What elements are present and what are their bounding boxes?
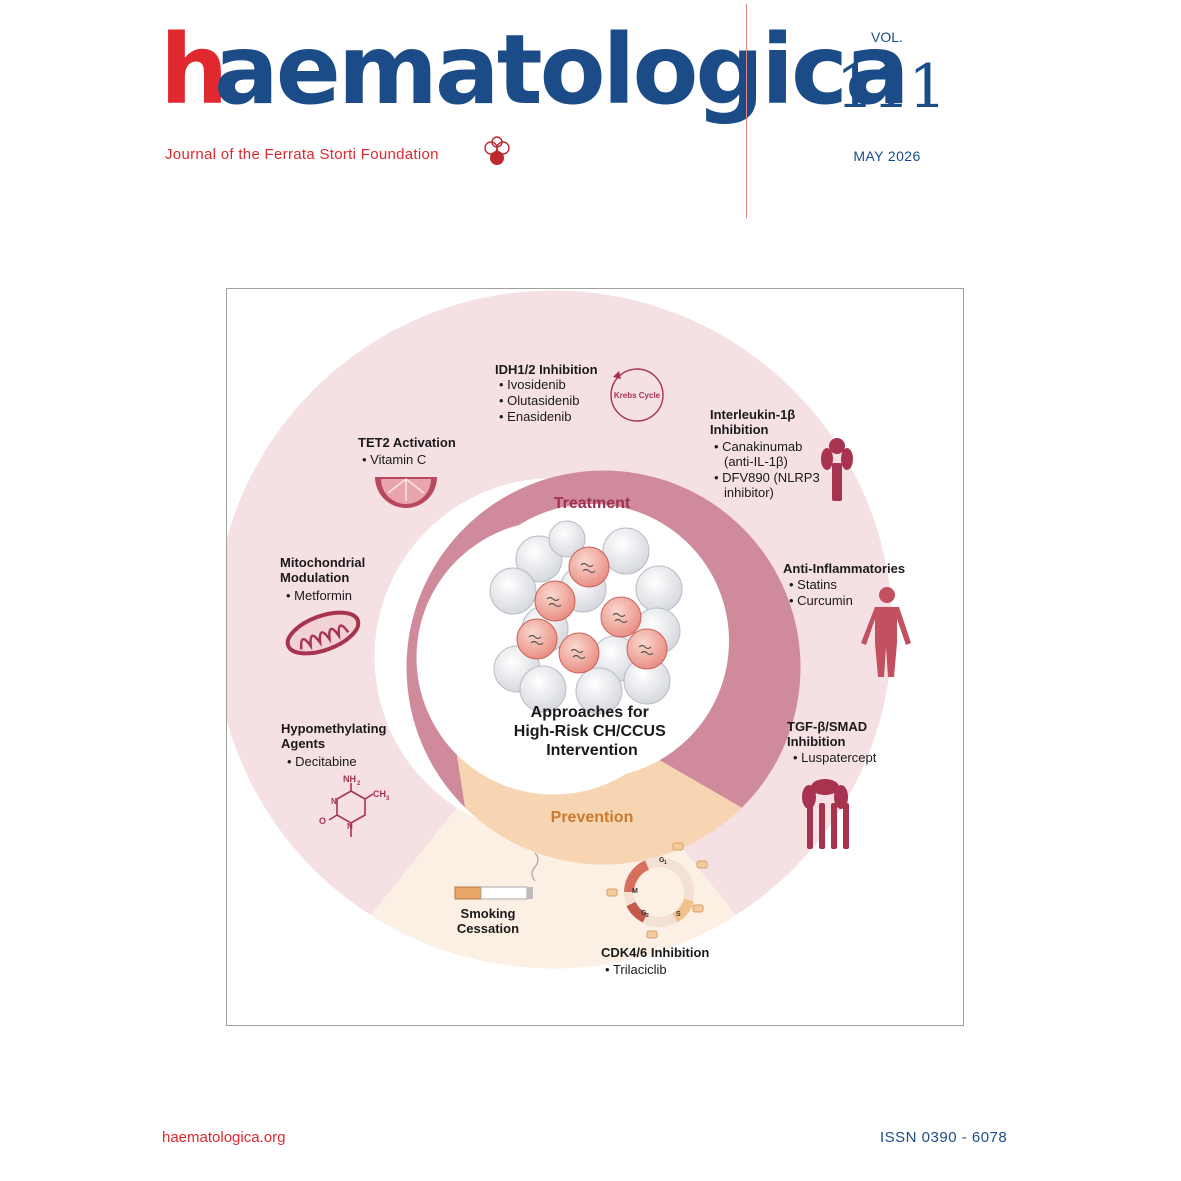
receptor-icon (821, 438, 853, 501)
svg-text:• Decitabine: • Decitabine (287, 754, 357, 769)
svg-text:Smoking: Smoking (461, 906, 516, 921)
svg-text:• Trilaciclib: • Trilaciclib (605, 962, 667, 977)
treatment-il1b-inhibition: Interleukin-1β Inhibition • Canakinumab … (710, 407, 820, 500)
treatment-anti-inflammatories: Anti-Inflammatories • Statins • Curcumin (783, 561, 905, 608)
svg-text:Mitochondrial: Mitochondrial (280, 555, 365, 570)
svg-text:Inhibition: Inhibition (787, 734, 846, 749)
issue-date: MAY 2026 (853, 148, 921, 164)
svg-text:M: M (632, 888, 638, 895)
svg-text:Anti-Inflammatories: Anti-Inflammatories (783, 561, 905, 576)
svg-text:Modulation: Modulation (280, 570, 349, 585)
svg-text:inhibitor): inhibitor) (724, 485, 774, 500)
foundation-logo-icon (484, 136, 510, 165)
svg-text:G: G (641, 910, 647, 917)
svg-text:Inhibition: Inhibition (710, 422, 769, 437)
svg-text:• Metformin: • Metformin (286, 588, 352, 603)
svg-text:• Luspatercept: • Luspatercept (793, 750, 877, 765)
svg-text:IDH1/2 Inhibition: IDH1/2 Inhibition (495, 362, 598, 377)
svg-text:2: 2 (357, 781, 361, 787)
treatment-tgf-smad-inhibition: TGF-β/SMAD Inhibition • Luspatercept (787, 719, 877, 765)
svg-text:G: G (659, 857, 665, 864)
svg-text:Interleukin-1β: Interleukin-1β (710, 407, 795, 422)
cigarette-icon (454, 852, 539, 900)
svg-text:Hypomethylating: Hypomethylating (281, 721, 387, 736)
logo-wordmark: aematologica (214, 14, 910, 126)
svg-text:N: N (331, 797, 337, 806)
decitabine-molecule-icon: NH 2 CH 3 O N N (319, 774, 390, 837)
svg-text:• Canakinumab: • Canakinumab (714, 439, 802, 454)
ring-label-prevention: Prevention (551, 809, 634, 826)
treatment-hypomethylating-agents: Hypomethylating Agents • Decitabine (281, 721, 387, 769)
prevention-smoking-cessation: Smoking Cessation (457, 906, 519, 936)
mitochondrion-icon (285, 610, 361, 656)
cover-figure-frame: Treatment Prevention (214, 288, 964, 1026)
svg-text:Cessation: Cessation (457, 921, 519, 936)
svg-text:Agents: Agents (281, 736, 325, 751)
treatment-tet2-activation: TET2 Activation • Vitamin C (358, 435, 456, 467)
svg-text:CDK4/6 Inhibition: CDK4/6 Inhibition (601, 945, 709, 960)
svg-text:O: O (319, 816, 326, 826)
svg-text:• Vitamin C: • Vitamin C (362, 452, 426, 467)
tgf-receptor-icon (802, 779, 849, 849)
svg-text:TET2 Activation: TET2 Activation (358, 435, 456, 450)
masthead-divider (746, 4, 747, 218)
svg-text:S: S (676, 911, 681, 918)
volume-number: 111 (836, 52, 947, 122)
svg-text:• Statins: • Statins (789, 577, 837, 592)
svg-text:• Ivosidenib: • Ivosidenib (499, 377, 566, 392)
volume-label: VOL. (871, 29, 903, 45)
svg-text:• Curcumin: • Curcumin (789, 593, 853, 608)
svg-text:NH: NH (343, 774, 356, 784)
journal-subtitle: Journal of the Ferrata Storti Foundation (165, 146, 439, 163)
svg-text:N: N (347, 822, 353, 831)
svg-text:1: 1 (664, 860, 667, 866)
cell-cycle-icon: G 1 S G 2 M (606, 842, 708, 939)
svg-text:3: 3 (386, 796, 390, 802)
svg-text:• Olutasidenib: • Olutasidenib (499, 393, 579, 408)
website-link[interactable]: haematologica.org (162, 1129, 286, 1146)
svg-text:• Enasidenib: • Enasidenib (499, 409, 572, 424)
svg-text:CH: CH (373, 789, 386, 799)
inner-ring-treatment (406, 470, 801, 808)
svg-text:2: 2 (646, 913, 649, 919)
cell-cluster-icon (489, 520, 683, 715)
prevention-cdk46-inhibition: CDK4/6 Inhibition • Trilaciclib (601, 945, 709, 977)
human-body-icon (861, 587, 911, 677)
krebs-cycle-icon: Krebs Cycle (610, 368, 664, 422)
svg-text:• DFV890 (NLRP3: • DFV890 (NLRP3 (714, 470, 820, 485)
treatment-mitochondrial-modulation: Mitochondrial Modulation • Metformin (280, 555, 365, 603)
treatment-idh-inhibition: IDH1/2 Inhibition • Ivosidenib • Olutasi… (495, 362, 598, 424)
inner-ring-prevention (456, 754, 742, 865)
citrus-slice-icon (375, 477, 437, 508)
svg-text:TGF-β/SMAD: TGF-β/SMAD (787, 719, 867, 734)
issn-number: ISSN 0390 - 6078 (880, 1129, 1008, 1146)
logo-initial: h (160, 14, 228, 126)
svg-text:(anti-IL-1β): (anti-IL-1β) (724, 454, 788, 469)
center-title: Approaches for High-Risk CH/CCUS Interve… (514, 704, 670, 759)
intervention-diagram: Treatment Prevention (214, 290, 911, 977)
ring-label-treatment: Treatment (554, 495, 631, 512)
svg-text:Krebs Cycle: Krebs Cycle (614, 391, 661, 400)
